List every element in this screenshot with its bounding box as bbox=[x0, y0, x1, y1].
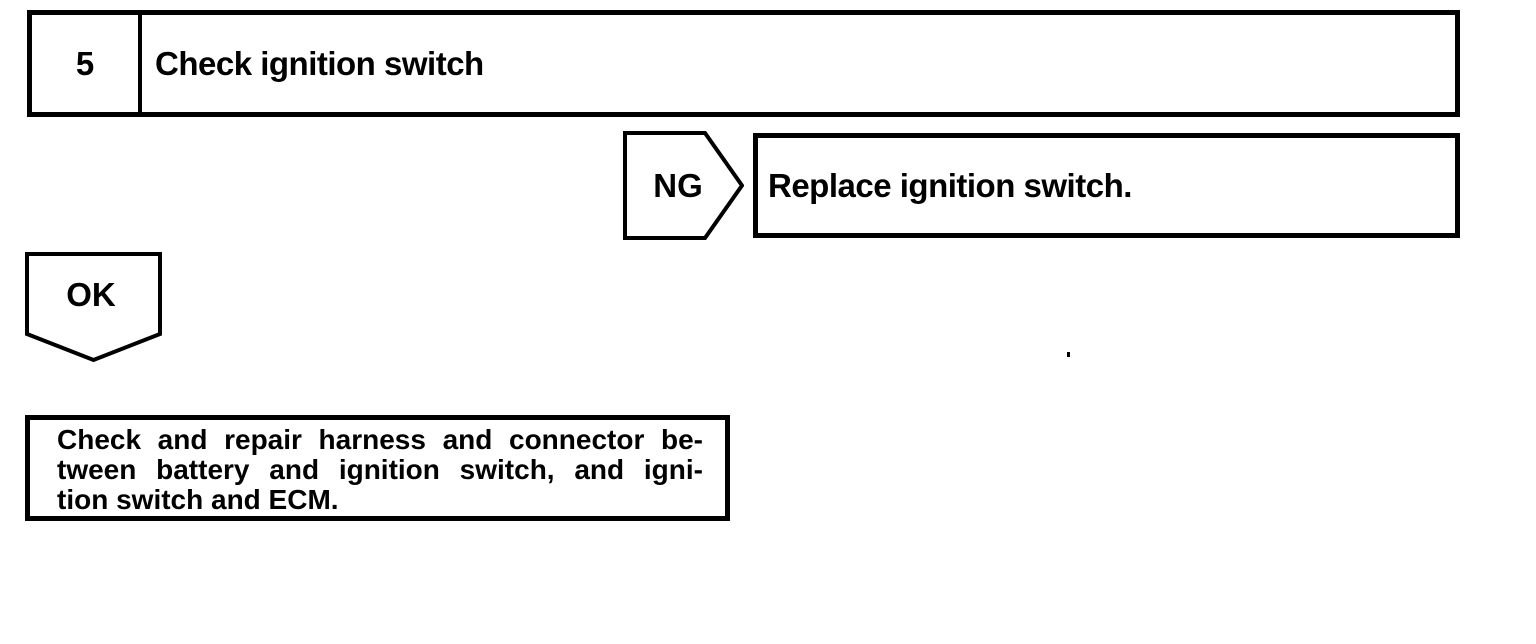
ok-label: OK bbox=[66, 276, 116, 313]
step-title-cell: Check ignition switch bbox=[142, 15, 1455, 112]
ng-pentagon-shape bbox=[623, 131, 744, 240]
step-number-cell: 5 bbox=[32, 15, 142, 112]
ok-result-line-2: tween battery and ignition switch, and i… bbox=[57, 454, 703, 485]
ok-result-line-3: tion switch and ECM. bbox=[57, 484, 339, 515]
ok-result-line-1: Check and repair harness and connector b… bbox=[57, 424, 703, 455]
ng-result-text: Replace ignition switch. bbox=[768, 166, 1132, 204]
ok-connector: OK bbox=[25, 252, 162, 363]
ng-label: NG bbox=[653, 167, 703, 204]
step-number: 5 bbox=[75, 44, 95, 82]
step-title: Check ignition switch bbox=[155, 44, 484, 82]
ng-connector: NG bbox=[623, 131, 744, 240]
ok-result-box: Check and repair harness and connector b… bbox=[25, 415, 730, 521]
ok-pentagon-shape bbox=[25, 252, 162, 363]
scan-artifact-dot bbox=[1067, 352, 1070, 357]
ng-result-box: Replace ignition switch. bbox=[753, 133, 1460, 238]
step-box: 5 Check ignition switch bbox=[27, 10, 1460, 117]
